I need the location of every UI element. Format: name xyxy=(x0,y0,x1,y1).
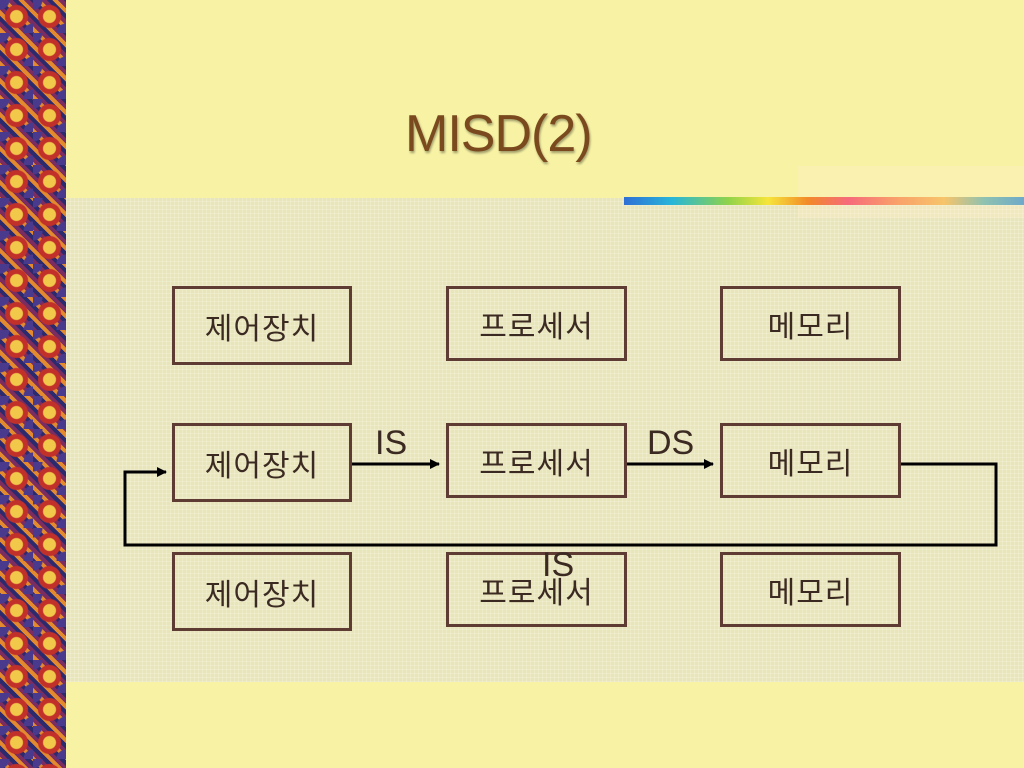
control-unit-box-1: 제어장치 xyxy=(172,286,352,365)
content-panel xyxy=(66,198,1024,682)
memory-box-1: 메모리 xyxy=(720,286,901,361)
memory-box-3: 메모리 xyxy=(720,552,901,627)
control-unit-box-3: 제어장치 xyxy=(172,552,352,631)
processor-box-3: 프로세서 xyxy=(446,552,627,627)
decorative-border xyxy=(0,0,66,768)
processor-box-2: 프로세서 xyxy=(446,423,627,498)
memory-box-2: 메모리 xyxy=(720,423,901,498)
feedback-loop-line xyxy=(123,462,998,547)
processor-box-1: 프로세서 xyxy=(446,286,627,361)
rainbow-divider xyxy=(624,197,1024,205)
ds-label: DS xyxy=(647,424,695,462)
is-label-bottom: IS xyxy=(542,546,575,584)
header-accent-fade xyxy=(798,166,1024,218)
control-unit-box-2: 제어장치 xyxy=(172,423,352,502)
is-label-top: IS xyxy=(375,424,408,462)
slide-title: MISD(2) xyxy=(405,105,593,163)
